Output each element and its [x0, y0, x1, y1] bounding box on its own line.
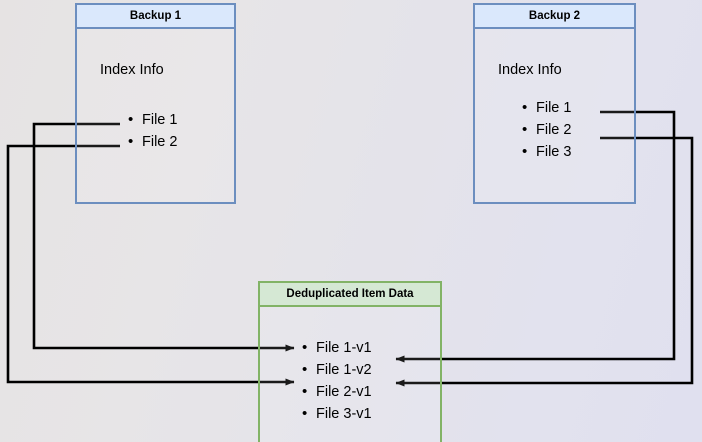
node-backup-1-header: Backup 1: [77, 5, 234, 29]
node-backup-1-body: Index Info File 1 File 2: [77, 29, 234, 202]
list-item[interactable]: File 2: [522, 119, 571, 141]
list-item[interactable]: File 3: [522, 141, 571, 163]
list-item[interactable]: File 1-v2: [302, 359, 372, 381]
backup-2-index-info-label: Index Info: [498, 62, 562, 78]
node-backup-2-header: Backup 2: [475, 5, 634, 29]
list-item[interactable]: File 2: [128, 131, 177, 153]
node-backup-1[interactable]: Backup 1 Index Info File 1 File 2: [75, 3, 236, 204]
list-item[interactable]: File 1: [522, 97, 571, 119]
list-item[interactable]: File 1-v1: [302, 337, 372, 359]
node-deduplicated-header: Deduplicated Item Data: [260, 283, 440, 307]
node-backup-2-body: Index Info File 1 File 2 File 3: [475, 29, 634, 202]
list-item[interactable]: File 3-v1: [302, 403, 372, 425]
backup-2-file-list: File 1 File 2 File 3: [522, 97, 571, 163]
deduplicated-item-list: File 1-v1 File 1-v2 File 2-v1 File 3-v1: [302, 337, 372, 425]
node-deduplicated-item-data[interactable]: Deduplicated Item Data File 1-v1 File 1-…: [258, 281, 442, 442]
backup-1-index-info-label: Index Info: [100, 62, 164, 78]
node-backup-2[interactable]: Backup 2 Index Info File 1 File 2 File 3: [473, 3, 636, 204]
list-item[interactable]: File 1: [128, 109, 177, 131]
backup-1-file-list: File 1 File 2: [128, 109, 177, 153]
node-deduplicated-body: File 1-v1 File 1-v2 File 2-v1 File 3-v1: [260, 307, 440, 442]
list-item[interactable]: File 2-v1: [302, 381, 372, 403]
